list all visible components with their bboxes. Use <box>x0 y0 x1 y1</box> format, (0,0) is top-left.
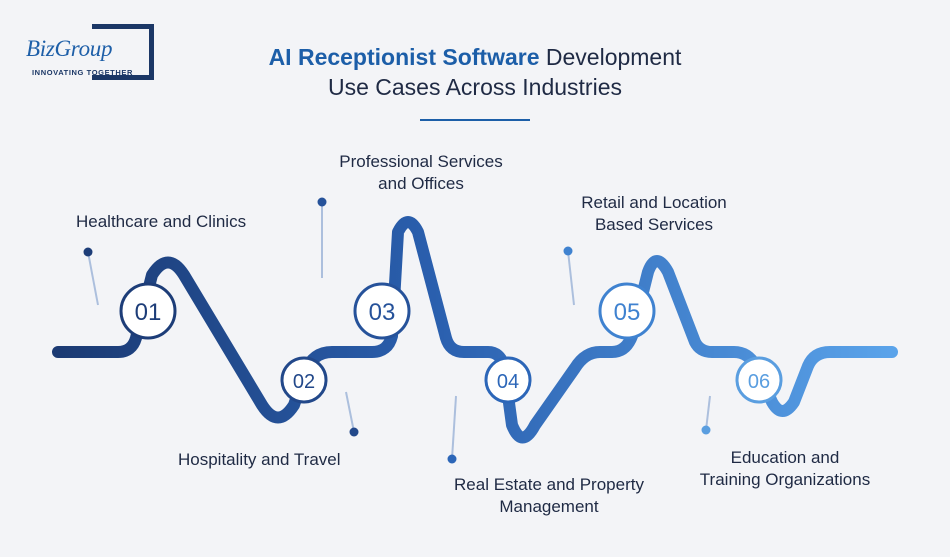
label-line: Based Services <box>594 215 714 234</box>
connector-dot <box>317 197 327 207</box>
number-badge-text: 01 <box>135 299 162 326</box>
connector-dot <box>447 454 457 464</box>
connector-line <box>87 251 99 306</box>
number-badge <box>280 356 328 404</box>
use-case-label-01: Healthcare and Clinics <box>76 211 246 233</box>
connector-dot <box>349 427 359 437</box>
connector-line <box>451 395 457 460</box>
number-badge-text: 06 <box>748 371 770 393</box>
number-badge-text: 05 <box>614 299 641 326</box>
use-case-03: 03 <box>317 197 411 340</box>
number-badge <box>353 282 411 340</box>
wave-line <box>52 216 898 444</box>
label-line: Retail and Location <box>581 193 727 212</box>
number-badge <box>484 356 532 404</box>
label-line: Real Estate and Property <box>454 475 644 494</box>
use-case-label-04: Real Estate and Property Management <box>440 474 658 518</box>
title-line1-rest: Development <box>539 44 682 70</box>
label-line: Hospitality and Travel <box>178 450 341 469</box>
connector-line <box>345 391 355 433</box>
use-case-06: 06 <box>701 356 783 435</box>
number-badge-text: 04 <box>497 371 519 393</box>
connector-dot <box>83 247 93 257</box>
use-case-04: 04 <box>447 356 532 464</box>
bizgroup-logo: BizGroup INNOVATING TOGETHER <box>22 24 157 84</box>
use-case-label-05: Retail and Location Based Services <box>566 192 742 236</box>
logo-frame <box>92 24 154 80</box>
title-underline <box>420 119 530 121</box>
use-case-label-02: Hospitality and Travel <box>178 449 341 471</box>
number-badge <box>119 282 177 340</box>
title-highlight: AI Receptionist Software <box>268 44 540 70</box>
use-case-label-03: Professional Services and Offices <box>326 151 516 195</box>
connector-line <box>705 395 711 431</box>
number-badge-text: 03 <box>369 299 396 326</box>
use-case-02: 02 <box>280 356 359 437</box>
title-line2: Use Cases Across Industries <box>327 74 622 100</box>
logo-wordmark: BizGroup <box>26 36 113 61</box>
label-line: Training Organizations <box>699 470 871 489</box>
use-case-label-06: Education and Training Organizations <box>686 447 884 491</box>
logo-tagline: INNOVATING TOGETHER <box>32 68 133 77</box>
number-badge <box>735 356 783 404</box>
connector-dot <box>563 246 573 256</box>
label-line: Healthcare and Clinics <box>76 212 247 231</box>
number-badge-text: 02 <box>293 371 315 393</box>
label-line: and Offices <box>378 174 464 193</box>
use-case-01: 01 <box>83 247 177 340</box>
page-title: AI Receptionist Software Development Use… <box>0 42 950 102</box>
connector-line <box>567 250 575 306</box>
label-line: Education and <box>730 448 840 467</box>
number-badge <box>598 282 656 340</box>
label-line: Management <box>499 497 599 516</box>
use-case-05: 05 <box>563 246 656 340</box>
label-line: Professional Services <box>339 152 503 171</box>
connector-dot <box>701 425 711 435</box>
